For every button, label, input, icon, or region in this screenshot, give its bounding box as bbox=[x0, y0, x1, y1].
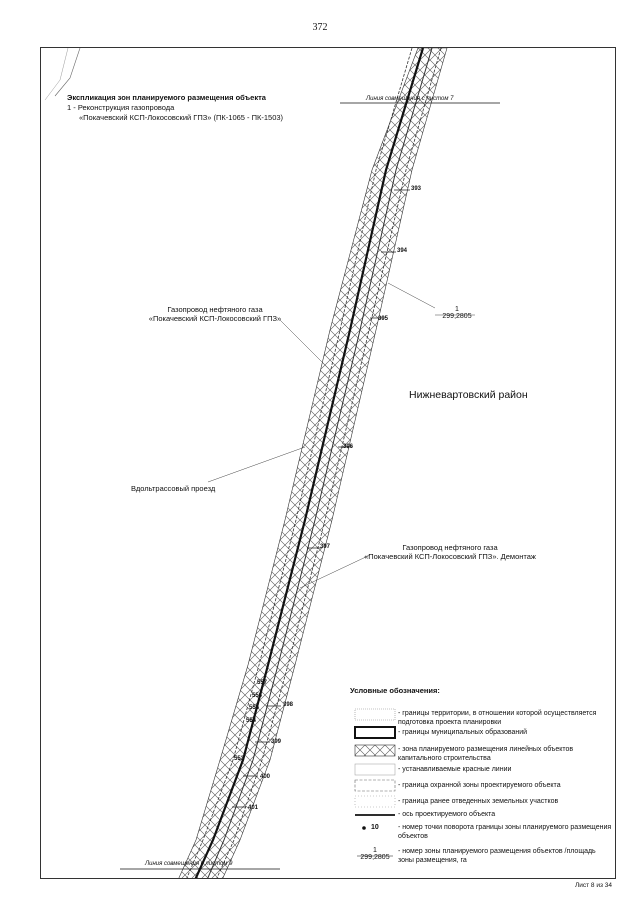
boundary-point-label: 556 bbox=[252, 693, 263, 699]
legend-item: - зона планируемого размещения линейных … bbox=[398, 746, 574, 762]
access-road-label: Вдольтрассовый проезд bbox=[131, 484, 216, 493]
legend-fraction-num: 1 bbox=[373, 847, 377, 854]
legend-fraction: 1 299,2805 bbox=[355, 847, 395, 861]
district-label: Нижневартовский район bbox=[409, 389, 528, 401]
demolition-label-line1: Газопровод нефтяного газа bbox=[402, 543, 498, 552]
demolition-label: Газопровод нефтяного газа «Покачевский К… bbox=[330, 543, 570, 561]
picket-label: 399 bbox=[271, 739, 282, 745]
legend-item: - границы муниципальных образований bbox=[398, 729, 528, 736]
sheet-line-bottom-label: Линия совмещения с листом 9 bbox=[145, 861, 233, 867]
zone-fraction-den: 299,2805 bbox=[442, 313, 472, 320]
legend-title: Условные обозначения: bbox=[350, 686, 440, 695]
picket-label: 393 bbox=[411, 186, 422, 192]
picket-label: 397 bbox=[320, 544, 331, 550]
legend-symbols bbox=[354, 708, 396, 857]
territory-boundary-line bbox=[54, 48, 81, 97]
boundary-point-label: 553 bbox=[234, 756, 245, 762]
boundary-point-label: 555 bbox=[249, 705, 260, 711]
legend-item: - ось проектируемого объекта bbox=[398, 811, 496, 818]
legend-item: - граница ранее отведенных земельных уча… bbox=[398, 798, 559, 805]
gas-pipeline-label-line2: «Покачевский КСП-Локосовский ГПЗ» bbox=[148, 314, 282, 323]
pipeline-axis bbox=[194, 48, 425, 878]
legend-item: - граница охранной зоны проектируемого о… bbox=[398, 782, 561, 789]
picket-label: 398 bbox=[283, 702, 294, 708]
page-number: 372 bbox=[312, 22, 328, 33]
boundary-point-label: 557 bbox=[257, 680, 268, 686]
picket-label: 400 bbox=[260, 774, 271, 780]
zone-fraction: 1 299,2805 bbox=[437, 306, 477, 320]
legend-fraction-den: 299,2805 bbox=[360, 854, 390, 861]
legend-item: - номер точки поворота границы зоны план… bbox=[398, 824, 612, 840]
sheet-footer: Лист 8 из 34 bbox=[575, 882, 612, 889]
sheet-line-top-label: Линия совмещения с листом 7 bbox=[366, 96, 454, 102]
demolition-label-line2: «Покачевский КСП-Локосовский ГПЗ». Демон… bbox=[364, 552, 536, 561]
explication-item: 1 - Реконструкция газопровода bbox=[67, 103, 175, 112]
zone-fraction-num: 1 bbox=[455, 306, 459, 313]
picket-label: 394 bbox=[397, 248, 408, 254]
picket-label: 395 bbox=[378, 316, 389, 322]
legend-item: - границы территории, в отношении которо… bbox=[398, 710, 597, 726]
gas-pipeline-label: Газопровод нефтяного газа «Покачевский К… bbox=[130, 305, 300, 323]
explication-title: Экспликация зон планируемого размещения … bbox=[67, 93, 266, 102]
legend-point-sample: 10 bbox=[371, 824, 379, 831]
legend-item: - устанавливаемые красные линии bbox=[398, 766, 512, 773]
gas-pipeline-label-line1: Газопровод нефтяного газа bbox=[167, 305, 263, 314]
legend-item: - номер зоны планируемого размещения объ… bbox=[398, 848, 596, 864]
picket-label: 396 bbox=[343, 444, 354, 450]
placement-zone bbox=[178, 48, 448, 878]
picket-label: 401 bbox=[248, 805, 259, 811]
explication-item-detail: «Покачевский КСП-Локосовский ГПЗ» (ПК-10… bbox=[79, 113, 284, 122]
map-frame bbox=[40, 47, 616, 879]
boundary-point-label: 554 bbox=[246, 718, 257, 724]
